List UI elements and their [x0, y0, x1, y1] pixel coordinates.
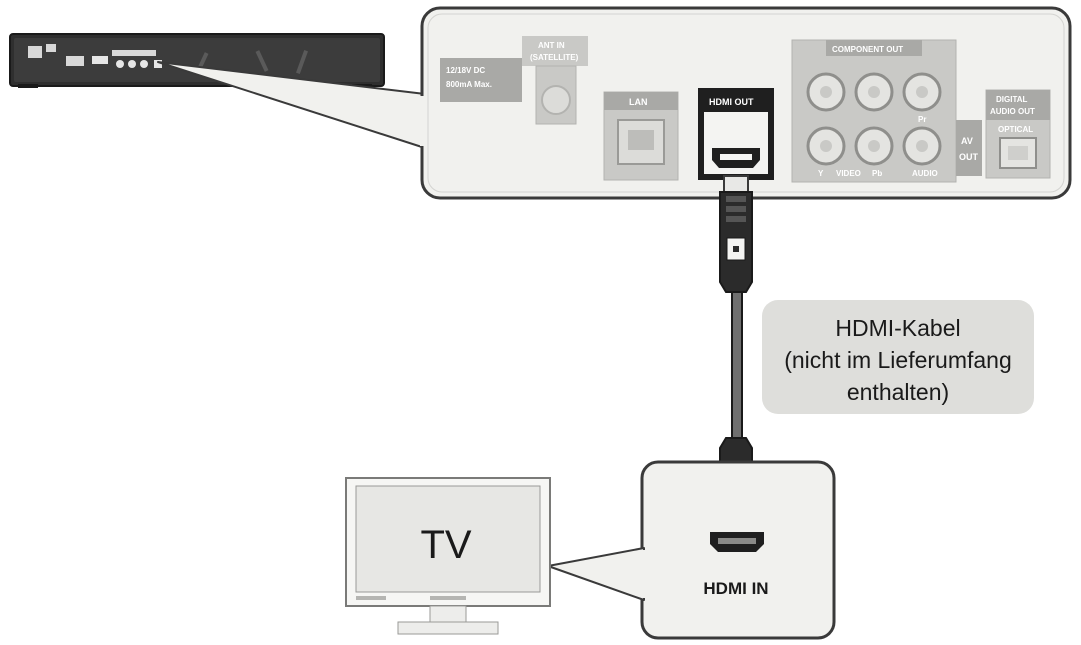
satellite-label-1: ANT IN: [538, 41, 565, 50]
hdmi-in-label: HDMI IN: [703, 579, 768, 598]
tv-illustration: TV: [345, 477, 551, 635]
cable-note-line-1: HDMI-Kabel: [835, 315, 960, 341]
component-pr-label: Pr: [918, 115, 926, 124]
tv-label: TV: [420, 523, 471, 567]
lan-port: LAN: [603, 91, 679, 181]
component-out-port: COMPONENT OUT Y VIDEO Pb AUDIO Pr: [791, 39, 957, 183]
power-label-2: 800mA Max.: [446, 80, 492, 89]
cable-note-line-3: enthalten): [847, 379, 949, 405]
digital-label-1: DIGITAL: [996, 95, 1028, 104]
cable-note-line-2: (nicht im Lieferumfang: [784, 347, 1012, 373]
component-jacks: [806, 72, 942, 166]
hdmi-out-port: HDMI OUT: [698, 88, 774, 180]
audio-label: AUDIO: [912, 169, 938, 178]
component-y-label: Y: [818, 169, 824, 178]
component-out-label: COMPONENT OUT: [832, 45, 903, 54]
component-video-label: VIDEO: [836, 169, 861, 178]
tv-callout-wedge: [547, 547, 645, 601]
av-out-label-1: AV: [961, 136, 973, 146]
tv-port-zoom: HDMI IN: [640, 460, 836, 640]
lan-label: LAN: [629, 97, 648, 107]
cable-note: HDMI-Kabel (nicht im Lieferumfang enthal…: [762, 300, 1034, 414]
satellite-port: ANT IN (SATELLITE): [522, 36, 588, 125]
av-out-tab: AV OUT: [956, 120, 982, 176]
digital-label-3: OPTICAL: [998, 125, 1033, 134]
player-back-thumbnail: [9, 33, 385, 88]
digital-audio-out-port: DIGITAL AUDIO OUT OPTICAL: [985, 89, 1051, 179]
power-label-1: 12/18V DC: [446, 66, 485, 75]
hdmi-out-label: HDMI OUT: [709, 97, 754, 107]
component-pb-label: Pb: [872, 169, 882, 178]
power-port: 12/18V DC 800mA Max.: [440, 58, 522, 102]
av-out-label-2: OUT: [959, 152, 979, 162]
digital-label-2: AUDIO OUT: [990, 107, 1035, 116]
satellite-label-2: (SATELLITE): [530, 53, 579, 62]
